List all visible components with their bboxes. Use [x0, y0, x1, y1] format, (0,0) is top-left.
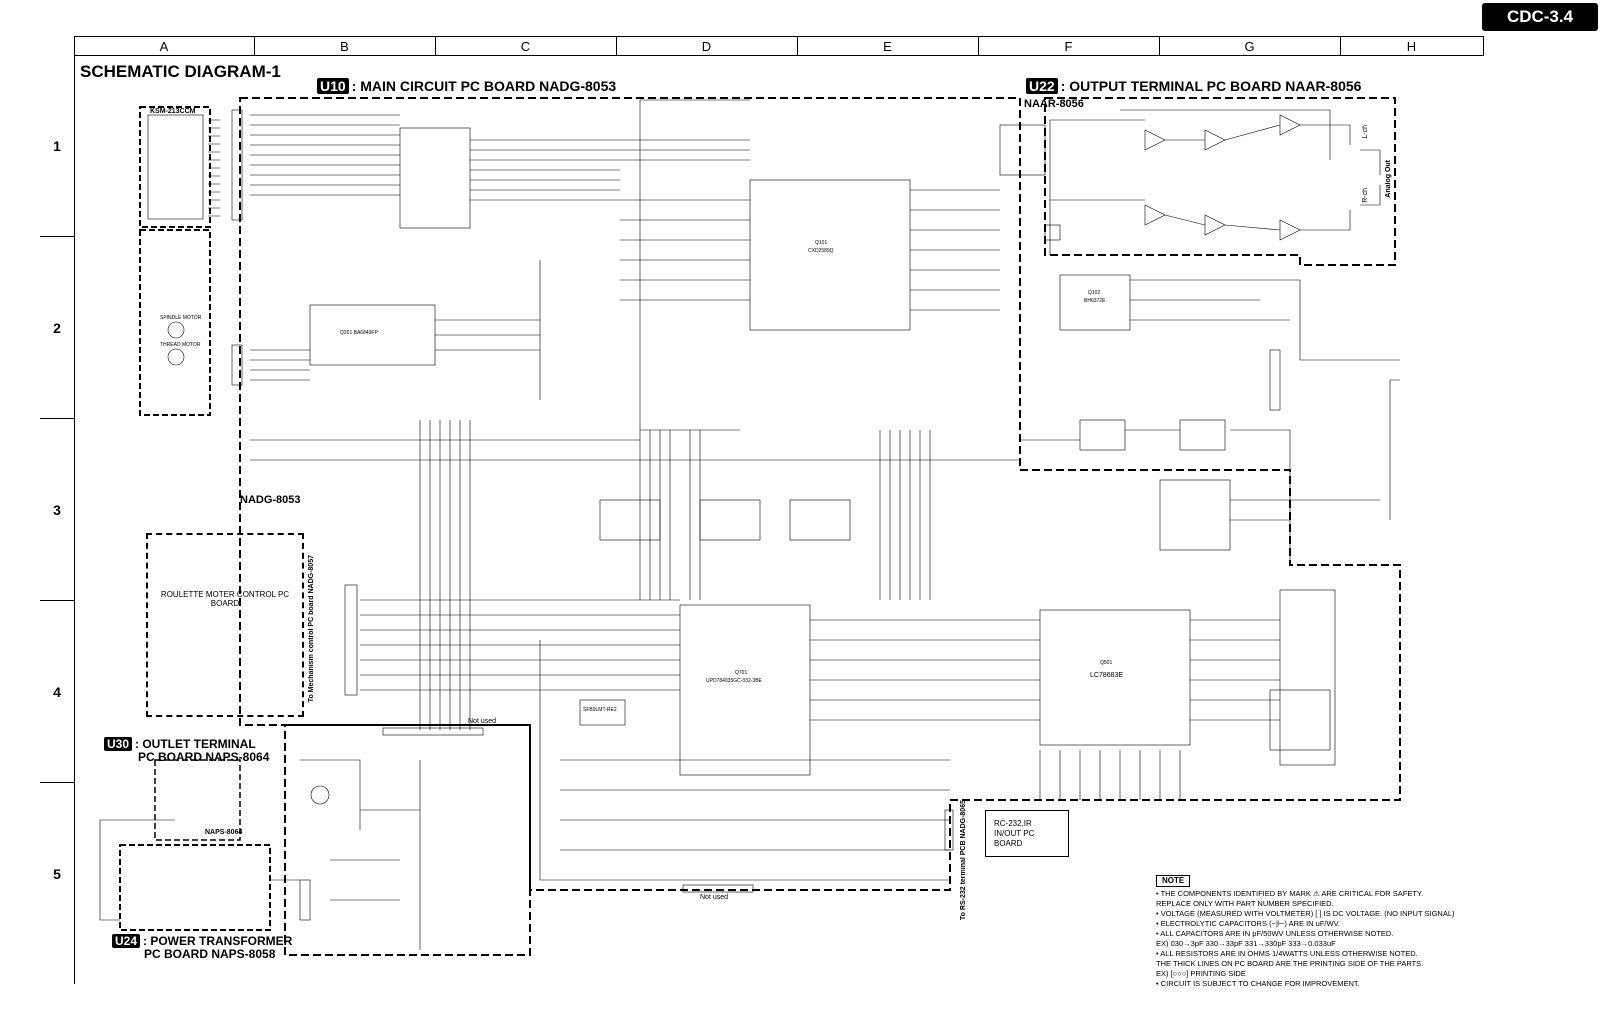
column-label: E	[883, 38, 892, 54]
roulette-board-block: ROULETTE MOTER CONTROL PC BOARD	[146, 533, 304, 717]
column-label: G	[1244, 38, 1255, 54]
row-grid-header: 1 2 3 4 5	[40, 54, 75, 984]
power-board-label: U24: POWER TRANSFORMER	[112, 934, 292, 948]
not-used-label: Not used	[468, 718, 497, 725]
output-board-tag: U22	[1026, 78, 1058, 94]
power-board-tag: U24	[112, 934, 141, 948]
ic-q102-label: Q102	[1088, 290, 1101, 296]
to-rs232-label: To RS-232 terminal PCB NADG-8065	[960, 800, 967, 921]
note-line: • THE COMPONENTS IDENTIFIED BY MARK ⚠ AR…	[1156, 889, 1424, 898]
note-line: • CIRCUIT IS SUBJECT TO CHANGE FOR IMPRO…	[1156, 979, 1360, 988]
note-line: • ALL CAPACITORS ARE IN pF/50WV UNLESS O…	[1156, 929, 1394, 938]
ic-q203-label: SFB9LMT-RE2	[583, 707, 617, 713]
ic-q501-label: Q501	[1100, 660, 1113, 666]
outlet-board-corner: NAPS-8064	[205, 829, 243, 836]
note-line: • ELECTROLYTIC CAPACITORS (−|⊢) ARE IN u…	[1156, 919, 1340, 928]
notes-heading: NOTE	[1156, 875, 1191, 887]
ic-q701-part: UPD784035GC-332-3BE	[706, 678, 762, 684]
column-label: B	[340, 38, 349, 54]
output-board-title: : OUTPUT TERMINAL PC BOARD NAAR-8056	[1060, 78, 1362, 94]
ic-q102-part: BH6372E	[1084, 298, 1106, 304]
ic-q201-label: Q201 BA6849FP	[340, 330, 378, 336]
ic-q101-label: Q101	[815, 240, 828, 246]
column-label: D	[701, 38, 712, 54]
ic-q701-label: Q701	[735, 670, 748, 676]
row-label: 5	[53, 866, 61, 882]
row-label: 3	[53, 502, 61, 518]
page-number-badge: CDC-3.4	[1482, 3, 1598, 31]
outlet-board-title: : OUTLET TERMINAL	[135, 737, 256, 751]
note-line: EX) [○○○] PRINTING SIDE	[1156, 969, 1246, 978]
row-label: 4	[53, 684, 61, 700]
roulette-board-label: ROULETTE MOTER CONTROL PC BOARD	[160, 590, 290, 608]
outlet-board-tag: U30	[104, 737, 133, 751]
note-line: REPLACE ONLY WITH PART NUMBER SPECIFIED.	[1156, 899, 1334, 908]
thread-motor-label: THREAD MOTOR	[160, 342, 201, 348]
not-used-label: Not used	[700, 894, 729, 901]
column-label: C	[520, 38, 531, 54]
spindle-motor-label: SPINDLE MOTOR	[160, 315, 202, 321]
note-line: EX) 030→3pF 330→33pF 331→330pF 333→0.033…	[1156, 939, 1336, 948]
notes-block: NOTE • THE COMPONENTS IDENTIFIED BY MARK…	[1156, 875, 1536, 989]
column-label: H	[1406, 38, 1417, 54]
rch-label: R-ch	[1362, 188, 1369, 203]
ic-q101-part: CXD2589Q	[808, 248, 834, 254]
ic-q501-part: LC78683E	[1090, 672, 1124, 679]
rc232-board-label: RC-232,IR IN/OUT PC BOARD	[994, 819, 1035, 848]
to-mechanism-label: To Mechanism control PC board NADG-8057	[308, 555, 315, 703]
outlet-board-label: U30: OUTLET TERMINAL	[104, 737, 256, 751]
rc232-board-block: RC-232,IR IN/OUT PC BOARD	[985, 810, 1069, 857]
pickup-label: KSM-213CCM	[150, 108, 196, 115]
power-board-subtitle: PC BOARD NAPS-8058	[144, 947, 276, 961]
note-line: THE THICK LINES ON PC BOARD ARE THE PRIN…	[1156, 959, 1424, 968]
note-line: • ALL RESISTORS ARE IN OHMS 1/4WATTS UNL…	[1156, 949, 1418, 958]
output-board-label: U22: OUTPUT TERMINAL PC BOARD NAAR-8056	[1026, 78, 1361, 94]
column-grid-header: A B C D E F G H	[74, 36, 1484, 56]
main-board-corner: NADG-8053	[240, 494, 301, 506]
main-board-tag: U10	[317, 78, 349, 94]
row-label: 2	[53, 320, 61, 336]
column-label: A	[159, 38, 169, 54]
main-board-label: U10: MAIN CIRCUIT PC BOARD NADG-8053	[317, 78, 616, 94]
note-line: • VOLTAGE (MEASURED WITH VOLTMETER) [ ] …	[1156, 909, 1455, 918]
analog-out-label: Analog Out	[1385, 160, 1392, 198]
diagram-title: SCHEMATIC DIAGRAM-1	[80, 62, 281, 81]
main-board-title: : MAIN CIRCUIT PC BOARD NADG-8053	[351, 78, 617, 94]
outlet-board-subtitle: PC BOARD NAPS-8064	[138, 750, 270, 764]
column-label: F	[1064, 38, 1073, 54]
output-board-corner: NAAR-8056	[1024, 98, 1084, 110]
power-board-title: : POWER TRANSFORMER	[143, 934, 293, 948]
row-label: 1	[53, 138, 61, 154]
lch-label: L-ch	[1362, 125, 1369, 139]
